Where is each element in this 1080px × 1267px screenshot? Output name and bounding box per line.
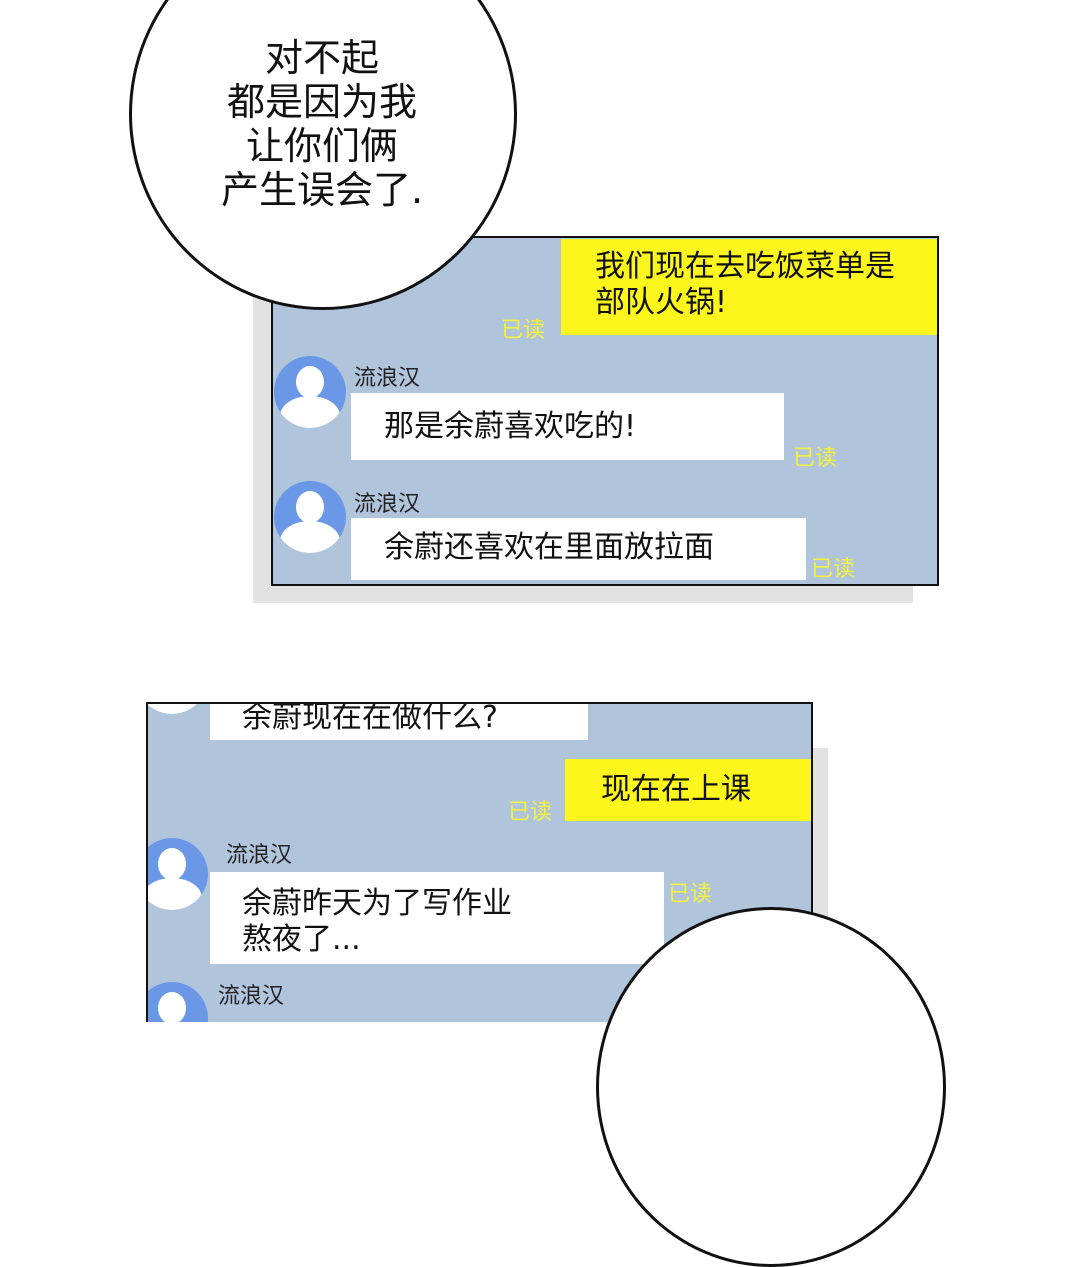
speech-line: 让你们俩	[245, 124, 398, 168]
read-status: 已读	[508, 800, 553, 825]
message-bubble: 那是余蔚喜欢吃的!	[351, 393, 784, 460]
message-line: 余蔚昨天为了写作业	[242, 886, 512, 921]
avatar	[274, 481, 346, 553]
speech-bubble	[129, 0, 517, 310]
read-status: 已读	[811, 557, 856, 582]
sender-name: 流浪汉	[354, 492, 421, 517]
speech-line: 都是因为我	[226, 80, 417, 124]
my-message-bubble: 我们现在去吃饭菜单是 部队火锅!	[561, 239, 937, 335]
message-bubble: 余蔚现在在做什么?	[210, 702, 588, 740]
sender-name: 流浪汉	[218, 984, 285, 1009]
read-status: 已读	[668, 882, 713, 907]
message-line: 熬夜了...	[242, 922, 361, 957]
message-bubble: 余蔚昨天为了写作业 熬夜了...	[210, 872, 664, 964]
speech-line: 产生误会了.	[220, 168, 424, 212]
message-line: 我们现在去吃饭菜单是	[595, 249, 895, 284]
message-text: 现在在上课	[601, 772, 751, 807]
avatar	[148, 982, 208, 1022]
read-status: 已读	[501, 318, 546, 343]
speech-bubble	[596, 907, 946, 1267]
message-text: 余蔚现在在做什么?	[242, 702, 498, 735]
message-text: 那是余蔚喜欢吃的!	[384, 409, 637, 444]
read-status: 已读	[793, 446, 838, 471]
sender-name: 流浪汉	[226, 843, 293, 868]
my-message-bubble: 现在在上课	[565, 759, 811, 821]
message-line: 部队火锅!	[595, 285, 728, 320]
avatar	[148, 704, 208, 714]
message-text: 余蔚还喜欢在里面放拉面	[384, 530, 714, 565]
avatar	[274, 356, 346, 428]
speech-line: 对不起	[264, 36, 379, 80]
avatar	[148, 838, 208, 910]
speech-text: 对不起 都是因为我 让你们俩 产生误会了.	[172, 36, 472, 212]
sender-name: 流浪汉	[354, 366, 421, 391]
message-bubble: 余蔚还喜欢在里面放拉面	[351, 518, 806, 580]
